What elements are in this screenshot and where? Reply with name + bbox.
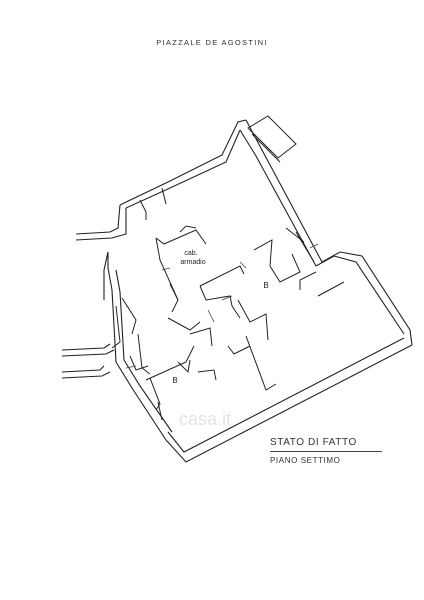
balcony xyxy=(247,115,297,163)
bathroom-lower-label: B xyxy=(172,376,177,385)
title-block: STATO DI FATTO PIANO SETTIMO xyxy=(270,437,382,465)
watermark: casa.it xyxy=(179,409,231,429)
exterior-walls xyxy=(61,119,413,463)
closet-label-line1: cab. xyxy=(184,250,197,257)
street-label: PIAZZALE DE AGOSTINI xyxy=(156,38,268,47)
floor-subtitle: PIANO SETTIMO xyxy=(270,456,341,465)
door-details xyxy=(125,243,319,369)
interior-walls xyxy=(111,187,345,421)
closet-label-line2: armadio xyxy=(180,259,205,266)
drawing-title: STATO DI FATTO xyxy=(270,437,382,452)
bathroom-upper-label: B xyxy=(263,281,268,290)
